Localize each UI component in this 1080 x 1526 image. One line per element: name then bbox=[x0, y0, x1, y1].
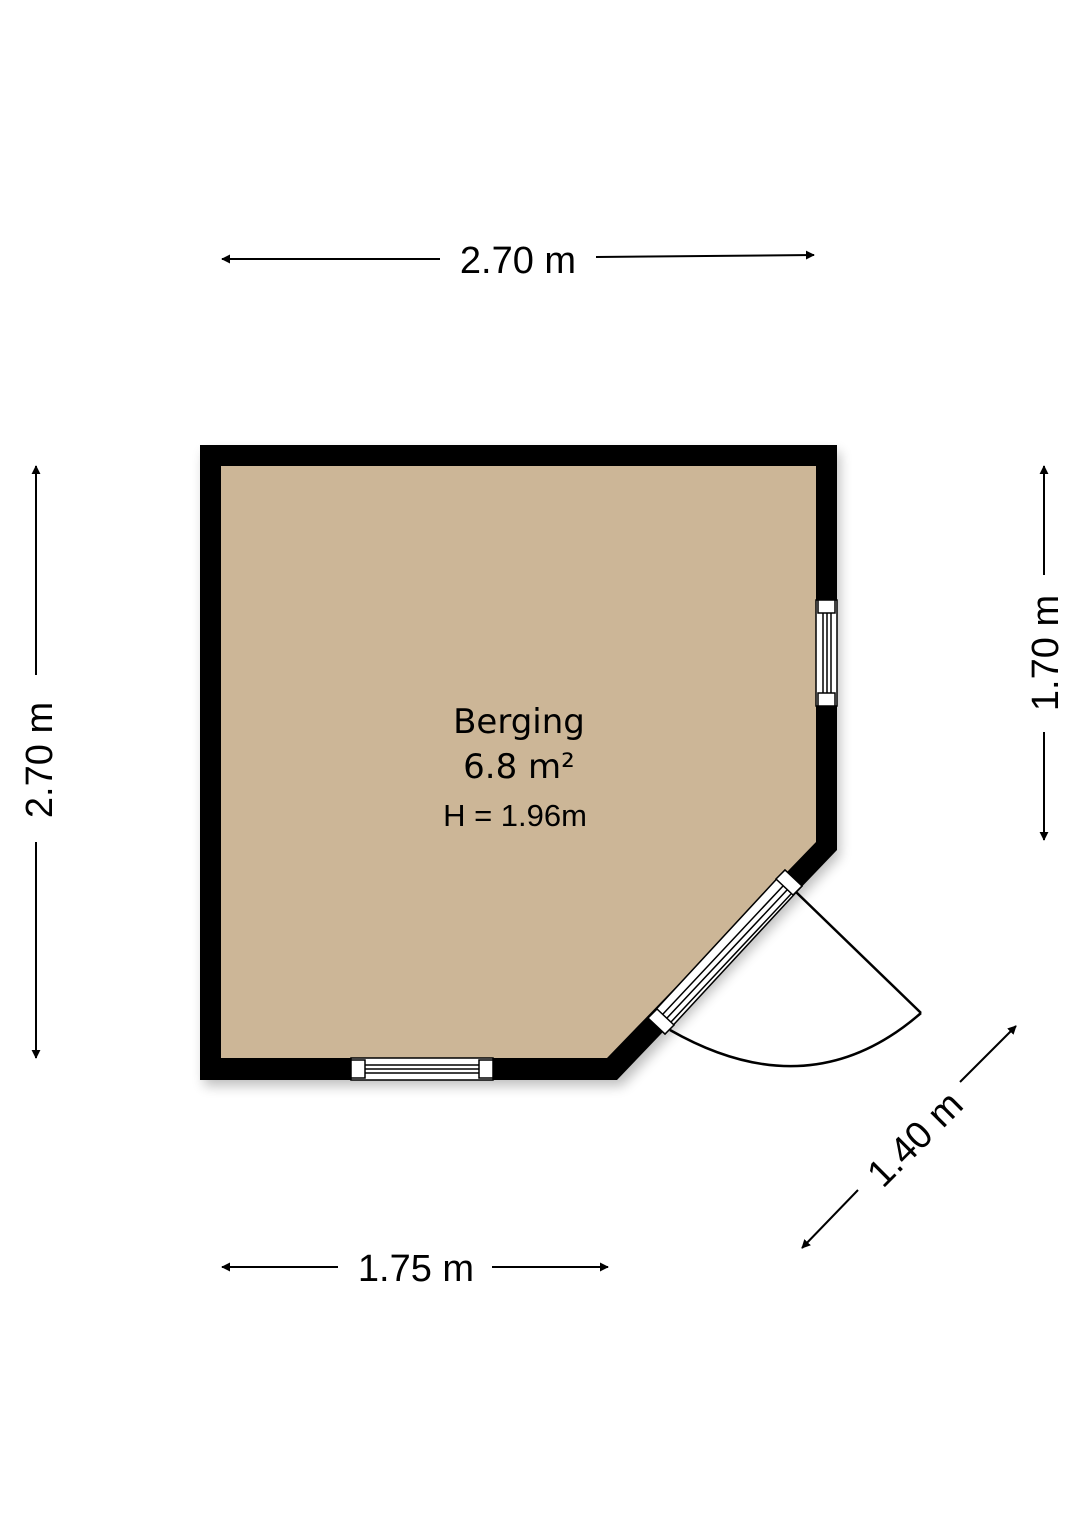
dimension-top: 2.70 m bbox=[221, 240, 815, 282]
dimension-bottom-label: 1.75 m bbox=[358, 1248, 474, 1290]
dimension-right: 1.70 m bbox=[1025, 465, 1067, 841]
door-diagonal bbox=[646, 868, 922, 1068]
window-right bbox=[815, 599, 838, 707]
room-area: 6.8 m² bbox=[463, 747, 575, 787]
room-name: Berging bbox=[453, 702, 585, 742]
room-floor bbox=[221, 466, 816, 1058]
dimension-right-label: 1.70 m bbox=[1025, 595, 1067, 711]
dimension-diagonal-label: 1.40 m bbox=[860, 1084, 972, 1196]
dimension-diagonal: 1.40 m bbox=[801, 1025, 1017, 1249]
dimension-left-label: 2.70 m bbox=[19, 702, 61, 818]
door-swing-arc bbox=[669, 1012, 922, 1068]
dimension-top-label: 2.70 m bbox=[460, 240, 576, 282]
dimension-bottom: 1.75 m bbox=[221, 1248, 609, 1290]
dimension-left: 2.70 m bbox=[19, 465, 61, 1059]
window-bottom bbox=[350, 1057, 494, 1081]
door-leaf bbox=[795, 891, 922, 1014]
room-height: H = 1.96m bbox=[443, 798, 587, 833]
